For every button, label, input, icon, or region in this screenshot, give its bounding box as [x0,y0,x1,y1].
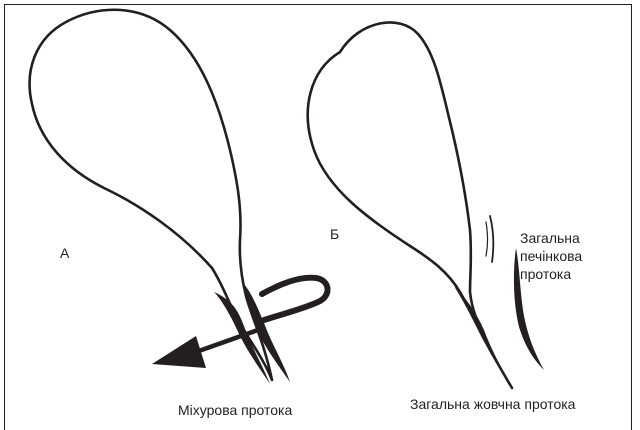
common-hepatic-duct-upper [490,216,493,262]
common-hepatic-duct-label: Загальна печінкова протока [520,229,582,283]
common-hepatic-duct-label-line-2: печінкова [520,247,582,265]
gallbladder-b-neck [454,286,508,380]
cystic-duct-label: Міхурова протока [178,402,292,419]
traction-loop [262,278,328,320]
traction-arrow-head [152,336,206,368]
panel-b-label: Б [330,226,339,243]
common-hepatic-duct-label-line-1: Загальна [520,229,582,247]
common-hepatic-duct-inner [486,222,488,256]
panel-a-label: А [60,245,69,262]
common-hepatic-duct-label-line-3: протока [520,265,582,283]
common-bile-duct-label: Загальна жовчна протока [410,396,575,413]
